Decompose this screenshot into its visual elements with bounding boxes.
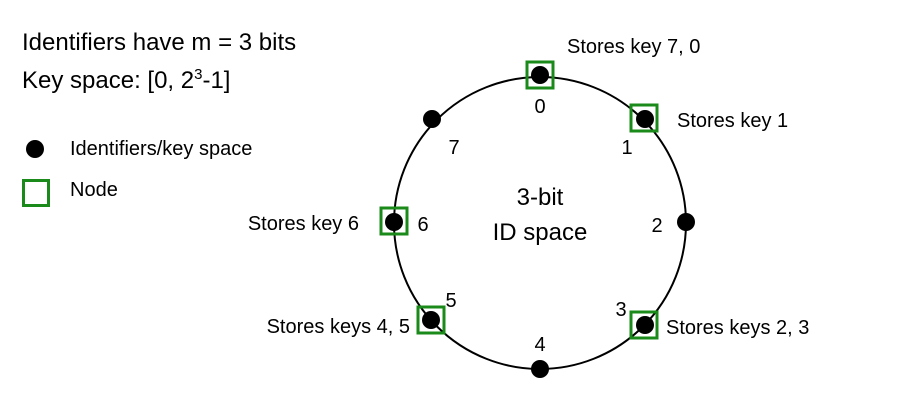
node-5-square (416, 305, 446, 335)
identifier-2-dot (677, 213, 695, 231)
bits-statement: Identifiers have m = 3 bits (22, 29, 297, 56)
node-6-square (379, 206, 409, 236)
identifier-1-label: 1 (621, 137, 632, 159)
identifier-7-dot (423, 110, 441, 128)
key-space-statement: Key space: [0, 23-1] (22, 59, 296, 97)
key-space-suffix: -1] (202, 67, 231, 94)
identifier-3-label: 3 (615, 299, 626, 321)
identifier-0-label: 0 (534, 96, 545, 118)
identifier-0-dot (531, 66, 549, 84)
key-space-prefix: Key space: [0, 2 (22, 67, 195, 94)
ring-center-line2: ID space (493, 219, 588, 246)
identifier-4-dot (531, 360, 549, 378)
identifier-7-label: 7 (448, 137, 459, 159)
identifier-6-dot (385, 213, 403, 231)
identifier-5-label: 5 (445, 290, 456, 312)
legend-node-label: Node (70, 179, 118, 201)
node-6-annotation: Stores key 6 (248, 213, 359, 235)
identifier-5-dot (422, 311, 440, 329)
identifier-2-label: 2 (651, 215, 662, 237)
header-block: Identifiers have m = 3 bits Key space: [… (22, 27, 296, 97)
node-5-annotation: Stores keys 4, 5 (267, 316, 410, 338)
node-1-annotation: Stores key 1 (677, 110, 788, 132)
legend-identifier-label: Identifiers/key space (70, 138, 253, 160)
legend-identifier-row: Identifiers/key space (18, 134, 338, 164)
identifier-1-dot (636, 110, 654, 128)
node-3-square (629, 310, 659, 340)
node-square-icon (22, 179, 50, 207)
identifier-6-label: 6 (417, 214, 428, 236)
ring-center-line1: 3-bit (517, 184, 564, 211)
node-0-annotation: Stores key 7, 0 (567, 36, 700, 58)
identifier-3-dot (636, 316, 654, 334)
legend-node-row: Node (18, 178, 338, 208)
identifier-dot-icon (26, 140, 44, 158)
key-space-exponent: 3 (194, 66, 203, 83)
node-0-square (525, 60, 555, 90)
identifier-4-label: 4 (534, 334, 545, 356)
node-1-square (629, 103, 659, 133)
node-3-annotation: Stores keys 2, 3 (666, 317, 809, 339)
